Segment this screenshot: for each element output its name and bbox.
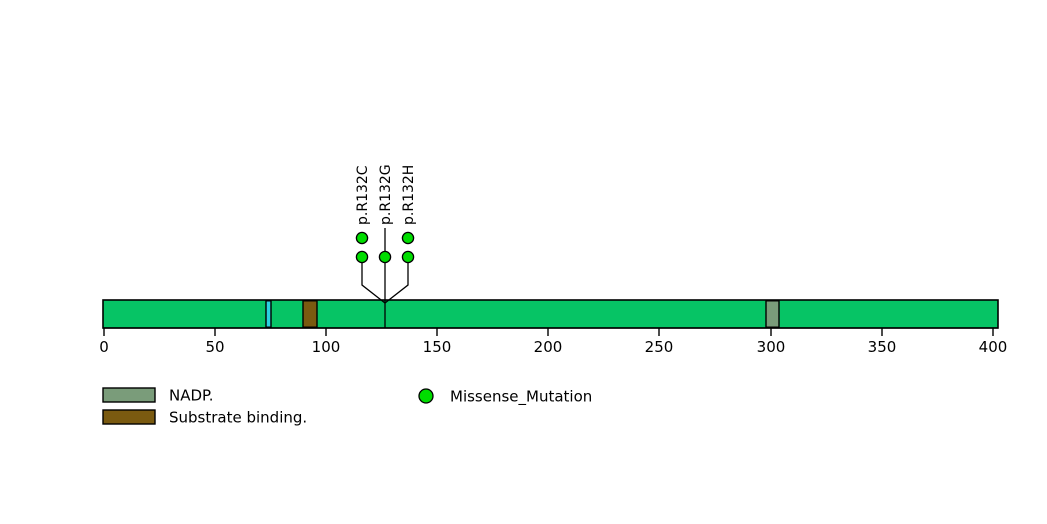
mutation-label-p-r132c: p.R132C xyxy=(355,165,371,225)
stem-p-r132h xyxy=(384,253,409,304)
mutation-marker[interactable] xyxy=(355,250,369,264)
domain-band-substrate-binding[interactable] xyxy=(302,300,318,328)
axis-tick: 300 xyxy=(757,328,786,356)
axis-tick-label: 300 xyxy=(757,338,786,356)
axis-tick: 150 xyxy=(423,328,452,356)
legend-item-missense-mutation[interactable]: Missense_Mutation xyxy=(418,388,592,407)
legend-label-nadp: NADP. xyxy=(169,387,214,405)
legend-item-nadp[interactable]: NADP. xyxy=(102,387,214,405)
axis-tick-label: 0 xyxy=(99,338,109,356)
mutation-marker[interactable] xyxy=(401,250,415,264)
legend-swatch-substrate-binding xyxy=(102,409,156,425)
legend-marker-missense-mutation xyxy=(418,388,434,404)
axis-tick: 100 xyxy=(312,328,341,356)
axis-tick-label: 150 xyxy=(423,338,452,356)
mutation-marker[interactable] xyxy=(355,231,369,245)
axis-tick-label: 350 xyxy=(868,338,897,356)
mutation-label-p-r132g: p.R132G xyxy=(378,164,394,225)
legend: NADP. Substrate binding. Missense_Mutati… xyxy=(102,387,592,427)
axis-tick-label: 100 xyxy=(312,338,341,356)
x-axis: 0 50 100 150 200 250 300 350 xyxy=(99,327,1008,356)
mutation-label-p-r132h: p.R132H xyxy=(401,165,417,225)
axis-tick: 350 xyxy=(868,328,897,356)
axis-tick: 400 xyxy=(979,328,1008,356)
protein-bar-group xyxy=(102,299,999,329)
mutation-marker[interactable] xyxy=(401,231,415,245)
axis-tick: 50 xyxy=(205,328,225,356)
axis-tick: 0 xyxy=(99,328,109,356)
protein-bar[interactable] xyxy=(102,299,999,329)
axis-tick: 200 xyxy=(534,328,563,356)
legend-label-substrate-binding: Substrate binding. xyxy=(169,409,307,427)
legend-item-substrate-binding[interactable]: Substrate binding. xyxy=(102,409,307,427)
mutation-marker[interactable] xyxy=(378,250,392,264)
axis-tick-label: 400 xyxy=(979,338,1008,356)
axis-tick: 250 xyxy=(645,328,674,356)
mutation-stems xyxy=(361,228,409,328)
mutation-markers xyxy=(355,231,415,264)
stem-p-r132c xyxy=(361,253,386,304)
axis-tick-label: 250 xyxy=(645,338,674,356)
domain-band-nadp-n[interactable] xyxy=(265,300,272,328)
legend-label-missense-mutation: Missense_Mutation xyxy=(450,388,592,407)
domain-band-nadp-c[interactable] xyxy=(765,300,780,328)
axis-tick-label: 50 xyxy=(205,338,224,356)
mutation-labels: p.R132C p.R132G p.R132H xyxy=(355,164,417,225)
axis-tick-label: 200 xyxy=(534,338,563,356)
legend-swatch-nadp xyxy=(102,387,156,403)
